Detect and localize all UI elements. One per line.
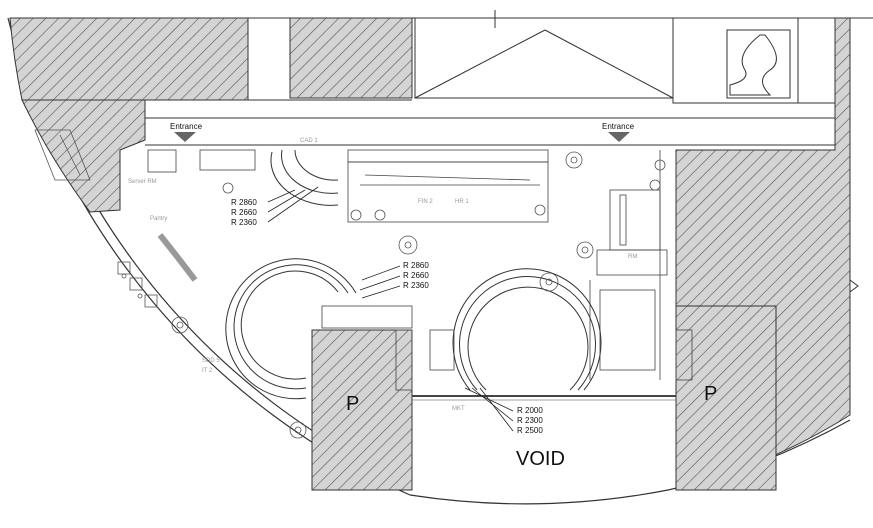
hr-label: HR 1 (455, 199, 469, 205)
radius-callout-middle (359, 265, 401, 299)
break-line-icon (849, 279, 859, 293)
interior-walls (147, 149, 693, 401)
entrance-left-label: Entrance (170, 122, 203, 131)
entrance-left: Entrance (170, 122, 203, 142)
plan-tags: CAD 1 Server RM Pantry FIN 2 HR 1 SDD 5 … (128, 138, 637, 412)
radius-label-lower-2: R 2300 (517, 416, 543, 425)
top-rooms (145, 10, 873, 146)
radius-label-upper-3: R 2360 (231, 218, 257, 227)
cad-label: CAD 1 (300, 138, 318, 144)
radius-callout-upper (267, 186, 319, 223)
structural-hatch (9, 17, 851, 491)
entrance-left-arrow-icon (174, 132, 196, 142)
radius-label-lower-1: R 2000 (517, 406, 543, 415)
mkt-label: MKT (452, 406, 465, 412)
radius-label-middle-3: R 2360 (403, 281, 429, 290)
curved-workstations (225, 149, 602, 400)
void-label: VOID (516, 448, 565, 470)
radius-label-upper-2: R 2660 (231, 208, 257, 217)
conf-room-label: RM (628, 254, 637, 260)
entrance-right-arrow-icon (608, 132, 630, 142)
pantry-label: Pantry (150, 216, 167, 222)
pantry-furniture (34, 129, 198, 308)
server-room-label: Server RM (128, 179, 157, 185)
it-label: IT 2 (202, 368, 213, 374)
sdd-label: SDD 5 (202, 358, 220, 364)
parking-right-label: P (704, 383, 717, 405)
radius-label-lower-3: R 2500 (517, 426, 543, 435)
radius-label-middle-1: R 2860 (403, 261, 429, 270)
entrance-right-label: Entrance (602, 122, 635, 131)
radius-label-upper-1: R 2860 (231, 198, 257, 207)
plant-icons (171, 151, 666, 439)
radius-callout-lower (464, 387, 514, 432)
radius-label-middle-2: R 2660 (403, 271, 429, 280)
entrance-right: Entrance (602, 122, 635, 142)
parking-left-label: P (346, 393, 359, 415)
fin-label: FIN 2 (418, 199, 433, 205)
